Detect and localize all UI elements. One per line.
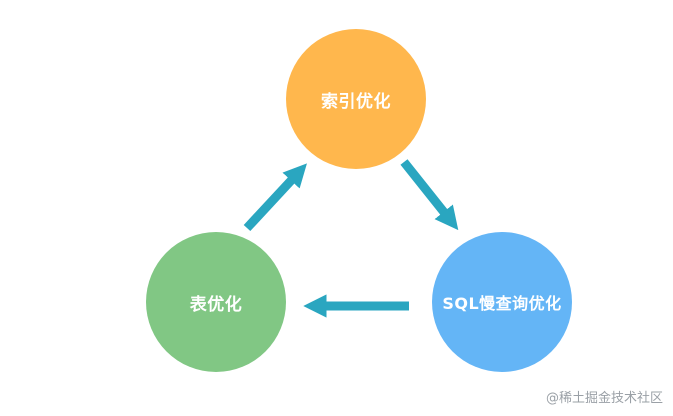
node-table-optimization: 表优化 [146,232,286,372]
arrow-index-to-sql [400,159,459,231]
node-sql-slow-query-optimization: SQL慢查询优化 [432,232,572,372]
node-sql-label: SQL慢查询优化 [442,294,562,313]
watermark: @稀土掘金技术社区 [545,391,663,406]
arrow-table-to-index [243,163,307,232]
node-index-label: 索引优化 [321,91,391,112]
node-table-label: 表优化 [189,294,243,315]
node-index-optimization: 索引优化 [286,29,426,169]
